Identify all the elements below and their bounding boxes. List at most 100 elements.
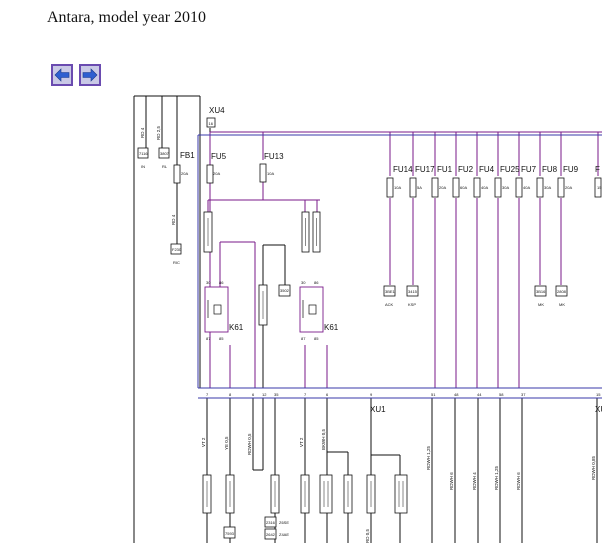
svg-text:58: 58 (499, 392, 504, 397)
fuse-fu4: FU4 40A (473, 165, 495, 198)
svg-text:RDWH 4: RDWH 4 (472, 472, 477, 490)
svg-text:30A: 30A (502, 185, 509, 190)
svg-text:2316: 2316 (266, 520, 276, 525)
svg-text:12: 12 (262, 392, 267, 397)
svg-text:10A: 10A (394, 185, 401, 190)
bottom-tag-1: 7593 (223, 526, 236, 539)
relay-k61-right: 30 86 87 85 K61 (299, 280, 339, 341)
svg-text:15: 15 (596, 392, 601, 397)
svg-text:20A: 20A (213, 171, 220, 176)
svg-text:6: 6 (326, 392, 329, 397)
svg-text:KSP: KSP (408, 302, 416, 307)
svg-text:48: 48 (454, 392, 459, 397)
svg-text:87: 87 (301, 336, 306, 341)
svg-text:Z4AE: Z4AE (279, 532, 289, 537)
svg-text:85: 85 (219, 336, 224, 341)
ground-block-3: F230 RIC (170, 243, 182, 265)
connector-xu-clipped-label: XU (595, 405, 602, 414)
fuse-fu7: FU7 40A (515, 165, 537, 198)
svg-text:7: 7 (206, 392, 209, 397)
svg-text:RD 0,5: RD 0,5 (365, 528, 370, 543)
svg-text:F: F (595, 165, 600, 174)
svg-text:20A: 20A (565, 185, 572, 190)
svg-text:20A: 20A (439, 185, 446, 190)
xu1-pin-labels: 7 8 6 12 35 7 6 9 51 48 44 58 37 15 (206, 392, 601, 397)
connector-xu1-label: XU1 (370, 405, 386, 414)
svg-text:30: 30 (301, 280, 306, 285)
svg-text:RDWH 1,25: RDWH 1,25 (494, 465, 499, 490)
svg-text:FU13: FU13 (264, 152, 284, 161)
ground-block-2: 3807 RL (158, 147, 170, 169)
svg-text:7116: 7116 (139, 151, 148, 156)
relay-k61-left: 30 86 87 85 K61 (204, 280, 244, 341)
svg-text:IN: IN (141, 164, 145, 169)
svg-text:FU4: FU4 (479, 165, 495, 174)
svg-text:30A: 30A (544, 185, 551, 190)
svg-text:FU7: FU7 (521, 165, 537, 174)
connector-housing-marks (207, 218, 317, 319)
connector-xu4-pin-label: 16 (209, 121, 214, 126)
svg-text:51: 51 (431, 392, 436, 397)
svg-text:3807: 3807 (160, 151, 170, 156)
svg-text:FU14: FU14 (393, 165, 413, 174)
ground-block-1: 7116 IN (137, 147, 149, 169)
bottom-wire-labels: VT 2 YE 0,5 RDWH 0,5 VT 2 BKWH 0,5 RDWH … (201, 428, 596, 543)
svg-text:9: 9 (370, 392, 373, 397)
svg-text:FU25: FU25 (500, 165, 520, 174)
fuse-fu9: FU9 20A (557, 165, 579, 198)
svg-text:FU1: FU1 (437, 165, 453, 174)
svg-text:F230: F230 (172, 247, 182, 252)
bottom-housing-marks (206, 481, 404, 507)
svg-text:6: 6 (252, 392, 255, 397)
svg-text:YE 0,5: YE 0,5 (224, 436, 229, 450)
svg-text:15: 15 (597, 185, 602, 190)
wire-label: RD 2,5 (156, 125, 161, 140)
svg-text:Z6SE: Z6SE (279, 520, 289, 525)
svg-text:RDWH 6: RDWH 6 (449, 472, 454, 490)
svg-text:MK: MK (559, 302, 565, 307)
svg-text:86: 86 (314, 280, 319, 285)
svg-text:10A: 10A (267, 171, 274, 176)
svg-text:8: 8 (229, 392, 232, 397)
svg-text:FU9: FU9 (563, 165, 579, 174)
fuse-fu5: FU5 20A (206, 152, 227, 184)
connector-xu4-pin (206, 117, 216, 128)
page-title: Antara, model year 2010 (47, 9, 207, 26)
arrow-left-icon (54, 68, 70, 82)
svg-text:FU17: FU17 (415, 165, 435, 174)
svg-text:FU2: FU2 (458, 165, 474, 174)
svg-text:40A: 40A (481, 185, 488, 190)
svg-text:5A: 5A (417, 185, 422, 190)
fuse-fu13: FU13 10A (259, 152, 284, 183)
relay-side-tag: 3502 (278, 284, 291, 297)
svg-text:RDWH 0,85: RDWH 0,85 (591, 455, 596, 480)
fuse-fu14: FU14 10A (386, 165, 413, 198)
svg-text:VT 2: VT 2 (299, 437, 304, 447)
svg-text:87: 87 (206, 336, 211, 341)
fuse-fu17: FU17 5A (409, 165, 435, 198)
svg-text:2642: 2642 (266, 532, 276, 537)
svg-text:3B16: 3B16 (536, 289, 546, 294)
svg-text:20A: 20A (181, 171, 188, 176)
svg-text:30: 30 (206, 280, 211, 285)
purple-wires (207, 131, 602, 388)
svg-text:40A: 40A (523, 185, 530, 190)
svg-text:MK: MK (538, 302, 544, 307)
svg-text:3415: 3415 (408, 289, 418, 294)
forward-button[interactable] (79, 64, 101, 86)
svg-text:35: 35 (274, 392, 279, 397)
svg-text:FB1: FB1 (180, 151, 195, 160)
svg-text:RDWH 1,25: RDWH 1,25 (426, 445, 431, 470)
back-button[interactable] (51, 64, 73, 86)
svg-text:RDWH 6: RDWH 6 (516, 472, 521, 490)
svg-text:RL: RL (162, 164, 168, 169)
relay-k61-left-label: K61 (229, 323, 244, 332)
svg-text:44: 44 (477, 392, 482, 397)
svg-text:FU5: FU5 (211, 152, 227, 161)
svg-text:37: 37 (521, 392, 526, 397)
svg-text:3BE1: 3BE1 (385, 289, 396, 294)
fuse-fb1: FB1 20A (173, 151, 195, 184)
svg-text:RIC: RIC (173, 260, 180, 265)
fuse-tag-2: 3415 KSP (406, 285, 419, 307)
